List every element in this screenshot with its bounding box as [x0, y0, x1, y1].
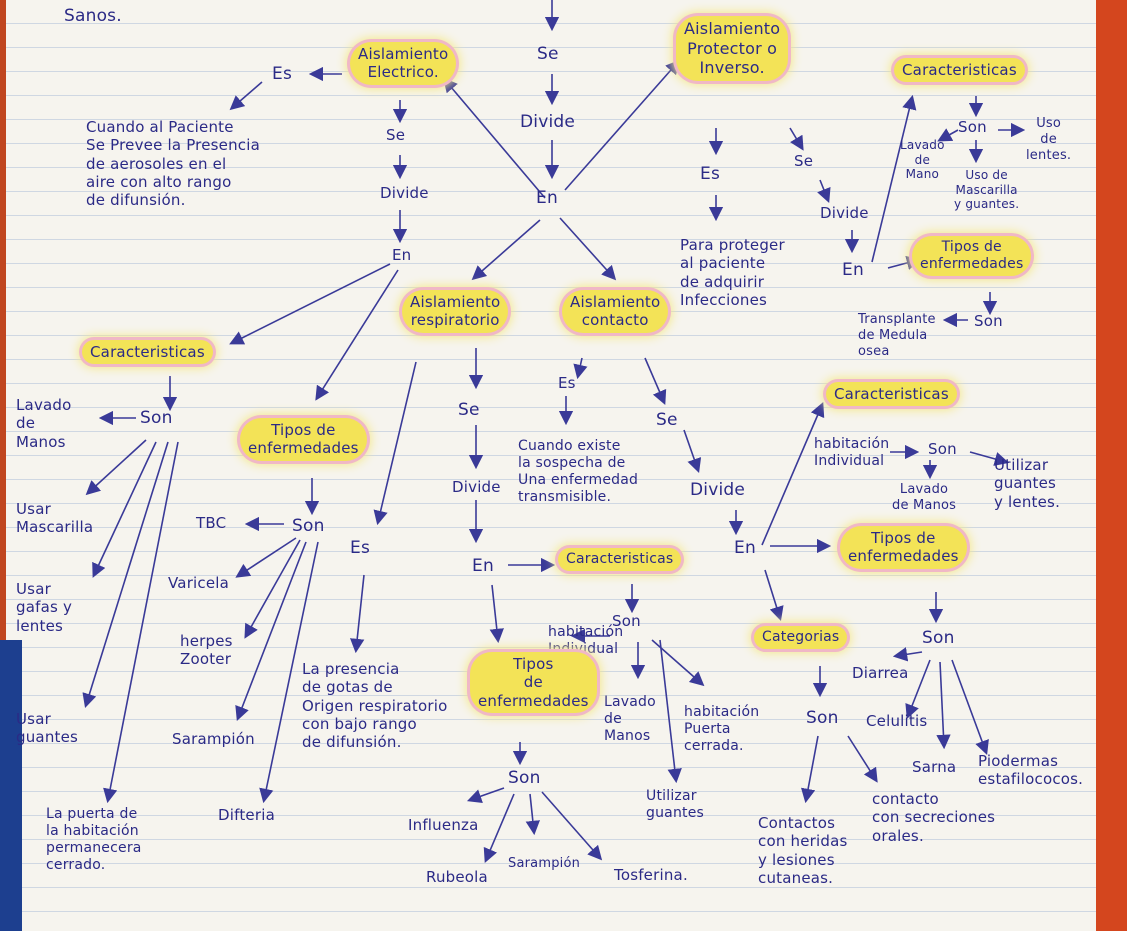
habitacion-puerta-cerrada: habitación Puerta cerrada. [684, 704, 760, 755]
node-aislamiento-contacto: Aislamiento contacto [562, 290, 669, 333]
son-car-contacto-label: Son [928, 440, 957, 458]
herpes-zooter: herpes Zooter [180, 632, 233, 669]
se-electrico-label: Se [386, 126, 406, 144]
rubeola: Rubeola [426, 868, 488, 886]
en-contacto-label: En [734, 538, 756, 558]
node-caracteristicas-electrico: Caracteristicas [82, 340, 213, 365]
respiratorio-definition: La presencia de gotas de Origen respirat… [302, 660, 448, 752]
en-protector-label: En [842, 260, 864, 280]
divide-electrico-label: Divide [380, 184, 429, 202]
node-caracteristicas-respiratorio: Caracteristicas [558, 548, 682, 572]
se-top-label: Se [537, 44, 559, 64]
habitacion-individual-contacto: habitación Individual [814, 436, 890, 470]
tbc: TBC [196, 514, 227, 532]
celulitis: Celulitis [866, 712, 928, 730]
divide-contacto-label: Divide [690, 480, 746, 500]
usar-guantes: Usar guantes [16, 710, 79, 747]
background-blue [0, 640, 22, 931]
puerta-habitacion: La puerta de la habitación permanecera c… [46, 806, 142, 874]
node-aislamiento-respiratorio: Aislamiento respiratorio [402, 290, 509, 333]
divide-protector-label: Divide [820, 204, 869, 222]
en-respiratorio-label: En [472, 556, 494, 576]
es-electrico-label: Es [272, 64, 292, 84]
es-respiratorio-label: Es [350, 538, 370, 558]
electrico-definition: Cuando al Paciente Se Prevee la Presenci… [86, 118, 260, 210]
transplante-medula: Transplante de Medula osea [858, 312, 936, 359]
diarrea: Diarrea [852, 664, 909, 682]
divide-respiratorio-label: Divide [452, 478, 501, 496]
usar-gafas-lentes: Usar gafas y lentes [16, 580, 73, 635]
sarampion-electrico: Sarampión [172, 730, 255, 748]
se-respiratorio-label: Se [458, 400, 480, 420]
contactos-heridas: Contactos con heridas y lesiones cutanea… [758, 814, 848, 887]
lavado-manos-electrico: Lavado de Manos [16, 396, 72, 451]
node-tipos-protector: Tipos de enfermedades [912, 236, 1032, 277]
son-tipos-protector-label: Son [974, 312, 1003, 330]
sanos-text: Sanos. [64, 6, 122, 26]
en-center-label: En [536, 188, 558, 208]
en-electrico-label: En [392, 246, 412, 264]
node-aislamiento-protector: Aislamiento Protector o Inverso. [676, 16, 789, 81]
node-tipos-respiratorio: Tipos de enfermedades [470, 652, 597, 713]
difteria: Difteria [218, 806, 275, 824]
son-tipos-respiratorio-label: Son [508, 768, 541, 788]
lavado-mano-protector: Lavado de Mano [900, 138, 945, 182]
uso-mascarilla-guantes: Uso de Mascarilla y guantes. [954, 168, 1020, 212]
son-car-electrico-label: Son [140, 408, 173, 428]
node-tipos-electrico: Tipos de enfermedades [240, 418, 367, 461]
uso-lentes: Uso de lentes. [1026, 116, 1072, 163]
notebook-paper [6, 0, 1096, 931]
son-categorias-label: Son [806, 708, 839, 728]
node-tipos-contacto: Tipos de enfermedades [840, 526, 967, 569]
son-tipos-electrico-label: Son [292, 516, 325, 536]
influenza: Influenza [408, 816, 479, 834]
es-contacto-label: Es [558, 374, 576, 392]
node-aislamiento-electrico: Aislamiento Electrico. [350, 42, 457, 85]
node-caracteristicas-protector: Caracteristicas [894, 58, 1025, 83]
son-car-respiratorio-label: Son [612, 612, 641, 630]
sarna: Sarna [912, 758, 957, 776]
lavado-manos-respiratorio: Lavado de Manos [604, 694, 656, 745]
son-car-protector-label: Son [958, 118, 987, 136]
divide-top-label: Divide [520, 112, 576, 132]
protector-definition: Para proteger al paciente de adquirir In… [680, 236, 785, 309]
sarampion-respiratorio: Sarampión [508, 856, 581, 871]
lavado-manos-contacto: Lavado de Manos [892, 482, 957, 513]
varicela: Varicela [168, 574, 230, 592]
usar-mascarilla: Usar Mascarilla [16, 500, 94, 537]
contacto-definition: Cuando existe la sospecha de Una enferme… [518, 438, 639, 506]
son-tipos-contacto-label: Son [922, 628, 955, 648]
node-caracteristicas-contacto: Caracteristicas [826, 382, 957, 407]
node-categorias: Categorias [754, 626, 848, 650]
utilizar-guantes-respiratorio: Utilizar guantes [646, 788, 705, 822]
utilizar-guantes-lentes: Utilizar guantes y lentes. [994, 456, 1061, 511]
piodermas-estafilococos: Piodermas estafilococos. [978, 752, 1084, 789]
background-orange [1096, 0, 1127, 931]
se-protector-label: Se [794, 152, 814, 170]
tosferina: Tosferina. [614, 866, 688, 884]
se-contacto-label: Se [656, 410, 678, 430]
es-protector-label: Es [700, 164, 720, 184]
contacto-secreciones: contacto con secreciones orales. [872, 790, 996, 845]
